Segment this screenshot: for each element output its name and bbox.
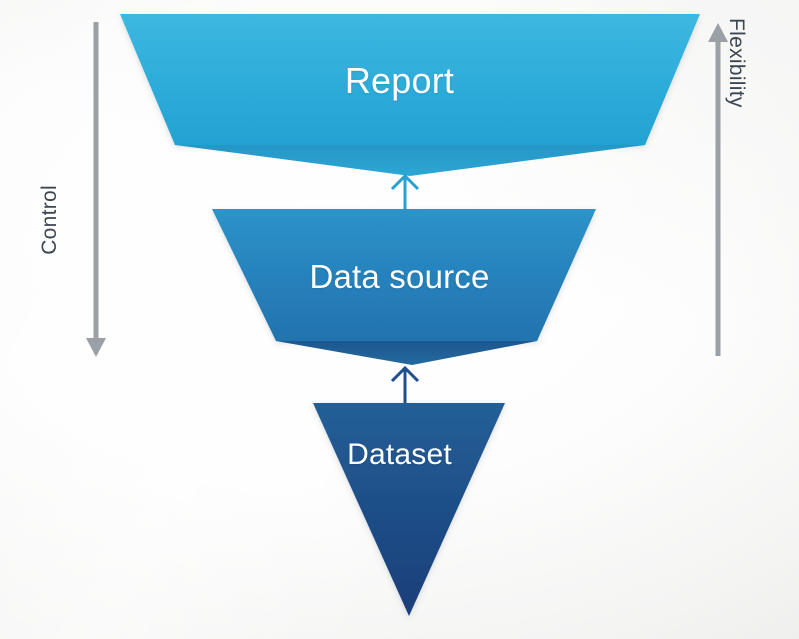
data-source-body bbox=[212, 209, 596, 341]
funnel-stage-data-source[interactable] bbox=[212, 209, 596, 365]
report-body bbox=[120, 14, 700, 145]
connector-dataset-to-data-source bbox=[390, 365, 420, 406]
funnel-stage-dataset[interactable] bbox=[313, 403, 505, 616]
axis-flexibility bbox=[708, 23, 728, 356]
data-source-fold bbox=[276, 341, 537, 365]
axis-label-flexibility: Flexibility bbox=[725, 18, 748, 108]
funnel-stage-report[interactable] bbox=[120, 14, 700, 176]
axis-label-control: Control bbox=[38, 185, 61, 255]
report-fold bbox=[175, 145, 645, 176]
connector-data-source-to-report bbox=[390, 173, 420, 212]
control-arrowhead-down bbox=[86, 338, 106, 357]
dataset-body bbox=[313, 403, 505, 616]
flexibility-arrowhead-up bbox=[708, 23, 728, 42]
axis-control bbox=[86, 22, 106, 357]
